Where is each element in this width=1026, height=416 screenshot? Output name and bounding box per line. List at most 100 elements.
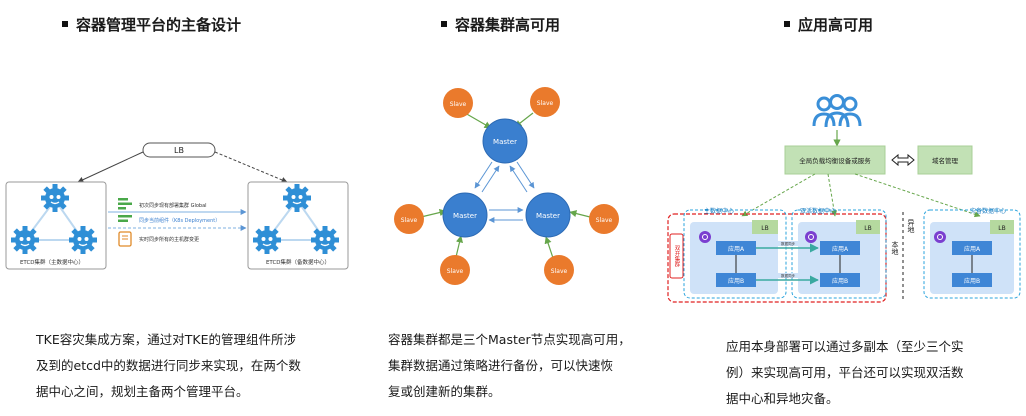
app-a-label: 应用A — [832, 245, 849, 253]
dc-active-border — [791, 209, 887, 299]
section-title-3: 应用高可用 — [784, 14, 873, 35]
lb-arrow-backup — [214, 151, 288, 183]
master-link — [516, 161, 535, 189]
dns-label: 域名管理 — [932, 156, 959, 165]
app-b-label: 应用B — [964, 277, 980, 285]
route-line — [827, 173, 838, 217]
master-label: Master — [493, 138, 517, 146]
section-title-text: 容器管理平台的主备设计 — [76, 16, 242, 34]
master-link — [481, 165, 500, 193]
legend-item-3: 实时同步所有的主机群变更 — [139, 236, 199, 243]
app-a-box — [716, 241, 756, 255]
sync-green-icon — [118, 202, 132, 205]
slave-link — [420, 209, 447, 218]
diagram-canvas: LB ETCD集群（主数据中心） ETCD集群（备数据中心） 初次同步现有部署集… — [5, 87, 1021, 303]
sync-green-icon — [118, 219, 128, 222]
gslb-box — [784, 145, 886, 175]
caption-line: 容器集群都是三个Master节点实现高可用， — [388, 332, 631, 347]
split-cluster-tag — [669, 233, 684, 279]
slave-link — [569, 210, 591, 218]
app-a-label: 应用A — [728, 245, 745, 253]
app-b-box — [820, 273, 860, 287]
lb-badge-label: LB — [864, 225, 871, 232]
slave-node — [440, 255, 470, 285]
app-b-box — [716, 273, 756, 287]
etcd-backup-label: ETCD集群（备数据中心） — [266, 258, 330, 266]
caption-3: 应用本身部署可以通过多副本（至少三个实 例）来实现高可用，平台还可以实现双活数 … — [726, 334, 1016, 412]
k8s-icon — [698, 230, 712, 244]
split-cluster-label: 双开集群 — [674, 245, 681, 269]
sync-tag — [778, 273, 798, 278]
app-a-box — [952, 241, 992, 255]
slave-node — [530, 87, 560, 117]
dns-box — [917, 145, 973, 175]
k8s-icon — [933, 230, 947, 244]
caption-line: TKE容灾集成方案，通过对TKE的管理组件所涉 — [36, 332, 296, 347]
section-title-text: 应用高可用 — [798, 16, 874, 34]
caption-line: 应用本身部署可以通过多副本（至少三个实 — [726, 339, 964, 354]
slave-link — [544, 236, 554, 259]
slave-link — [455, 235, 464, 258]
etcd-node-icon — [282, 183, 312, 213]
caption-line: 据中心和异地灾备。 — [726, 391, 839, 406]
app-ha-diagram: 全局负载均衡设备或服务 域名管理 双开集群 主数据中心 LB 应用A 应用B 双… — [667, 94, 1021, 303]
legend-item-2: 同步当前组件（K8s Deployment） — [139, 217, 220, 224]
master-node — [525, 192, 571, 238]
sync-green-icon — [118, 198, 128, 201]
slave-label: Slave — [551, 268, 568, 275]
local-label: 本地 — [891, 240, 899, 255]
app-b-label: 应用B — [728, 277, 744, 285]
sync-tag — [778, 241, 798, 246]
lb-box — [142, 142, 216, 158]
slave-link — [464, 112, 492, 129]
etcd-node-icon — [252, 225, 282, 255]
caption-line: 及到的etcd中的数据进行同步来实现，在两个数 — [36, 358, 301, 373]
master-link — [509, 165, 528, 193]
slave-label: Slave — [596, 217, 613, 224]
slave-node — [394, 204, 424, 234]
gslb-label: 全局负载均衡设备或服务 — [799, 156, 871, 165]
checklist-icon — [118, 231, 132, 247]
etcd-node-icon — [10, 225, 40, 255]
caption-2: 容器集群都是三个Master节点实现高可用， 集群数据通过策略进行备份，可以快速… — [388, 327, 668, 405]
app-a-label: 应用A — [964, 245, 981, 253]
caption-line: 集群数据通过策略进行备份，可以快速恢 — [388, 358, 614, 373]
bullet-icon — [62, 20, 68, 27]
master-link — [474, 161, 493, 189]
sync-green-icon — [118, 207, 126, 210]
lb-badge-label: LB — [761, 225, 768, 232]
double-arrow-icon — [891, 153, 915, 167]
lb-arrow-main — [77, 151, 144, 183]
dc-main-border — [683, 209, 787, 299]
etcd-node-icon — [68, 225, 98, 255]
cluster-ha-diagram: Master Master Master Slave Slave Slave S… — [394, 87, 619, 285]
etcd-sync-diagram: LB ETCD集群（主数据中心） ETCD集群（备数据中心） 初次同步现有部署集… — [5, 142, 349, 270]
dc-backup-border — [923, 209, 1021, 299]
lb-badge — [990, 220, 1014, 234]
sync-tag-label: 数据同步 — [781, 241, 795, 246]
etcd-main-label: ETCD集群（主数据中心） — [20, 258, 84, 266]
etcd-node-icon — [40, 183, 70, 213]
slave-label: Slave — [447, 268, 464, 275]
section-title-1: 容器管理平台的主备设计 — [62, 14, 241, 35]
dc-backup-label: 灾备数据中心 — [970, 207, 1006, 215]
legend: 初次同步现有部署集群 Global 同步当前组件（K8s Deployment）… — [118, 198, 220, 247]
slave-node — [544, 255, 574, 285]
k8s-icon — [804, 230, 818, 244]
lb-label: LB — [174, 146, 184, 155]
lb-badge — [856, 220, 880, 234]
legend-item-1: 初次同步现有部署集群 Global — [139, 202, 207, 209]
caption-line: 复或创建新的集群。 — [388, 384, 501, 399]
dc-active-label: 双活数据中心 — [800, 207, 836, 215]
slave-label: Slave — [537, 100, 554, 107]
master-node — [442, 192, 488, 238]
master-node — [482, 118, 528, 164]
app-b-box — [952, 273, 992, 287]
sync-green-icon — [118, 215, 132, 218]
master-label: Master — [536, 212, 560, 220]
route-line — [741, 173, 816, 217]
users-icon — [812, 94, 862, 128]
dc-main-label: 主数据中心 — [704, 207, 734, 215]
slave-node — [589, 204, 619, 234]
app-a-box — [820, 241, 860, 255]
